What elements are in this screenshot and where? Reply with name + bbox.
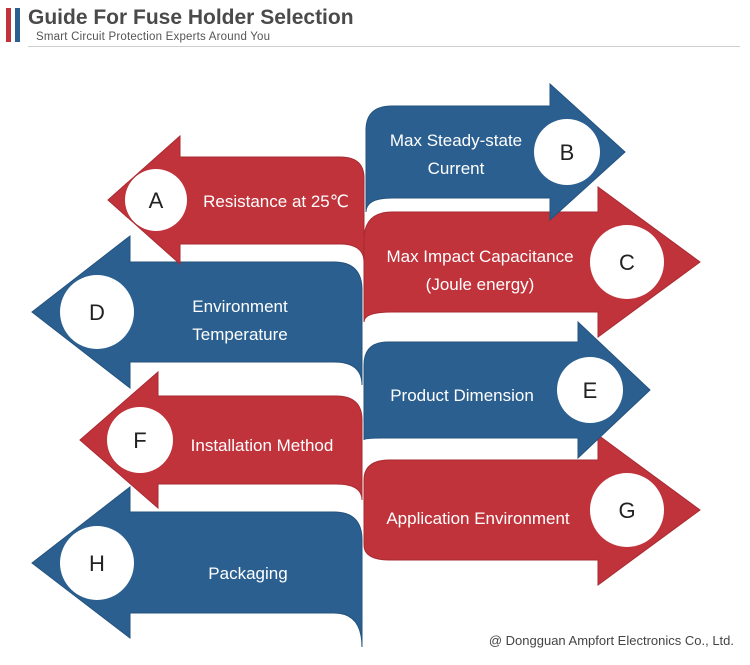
arrow-e: E Product Dimension xyxy=(363,320,651,460)
arrow-h: H Packaging xyxy=(31,485,363,648)
arrow-c: C Max Impact Capacitance(Joule energy) xyxy=(363,186,701,338)
arrow-a-shape xyxy=(107,134,365,266)
arrow-b-circle xyxy=(534,119,600,185)
arrow-h-circle xyxy=(60,526,134,600)
arrow-d-letter: D xyxy=(89,300,105,325)
header-divider xyxy=(28,46,740,47)
arrow-f: F Installation Method xyxy=(79,370,363,510)
arrow-g-label: Application Environment xyxy=(386,509,570,528)
arrow-g-circle xyxy=(590,473,664,547)
footer-copyright: @ Dongguan Ampfort Electronics Co., Ltd. xyxy=(488,633,734,648)
arrow-c-shape xyxy=(363,186,701,338)
arrow-b-shape xyxy=(365,82,626,222)
arrow-h-letter: H xyxy=(89,551,105,576)
arrow-e-shape xyxy=(363,320,651,460)
header-accent-blue xyxy=(15,8,20,42)
arrow-g-letter: G xyxy=(618,498,635,523)
arrow-f-shape xyxy=(79,370,363,510)
arrow-e-circle xyxy=(557,357,623,423)
header: Guide For Fuse Holder Selection Smart Ci… xyxy=(0,0,750,50)
arrow-b-letter: B xyxy=(560,140,575,165)
arrow-a-letter: A xyxy=(149,188,164,213)
arrow-e-label: Product Dimension xyxy=(390,386,534,405)
arrow-c-circle xyxy=(590,225,664,299)
arrow-f-letter: F xyxy=(133,428,146,453)
page-title: Guide For Fuse Holder Selection xyxy=(28,6,354,29)
arrow-h-shape xyxy=(31,485,363,648)
arrow-a-circle xyxy=(125,169,187,231)
header-accent-red xyxy=(6,8,11,42)
arrow-c-letter: C xyxy=(619,250,635,275)
arrow-g-shape xyxy=(363,434,701,586)
arrow-h-label: Packaging xyxy=(208,564,287,583)
arrow-d-circle xyxy=(60,275,134,349)
arrow-d-shape xyxy=(31,234,363,390)
arrow-a-label: Resistance at 25℃ xyxy=(203,192,349,211)
arrow-a: A Resistance at 25℃ xyxy=(107,134,365,266)
arrow-c-label: Max Impact Capacitance(Joule energy) xyxy=(386,247,573,294)
arrow-f-label: Installation Method xyxy=(191,436,334,455)
page-subtitle: Smart Circuit Protection Experts Around … xyxy=(36,31,271,43)
arrow-e-letter: E xyxy=(583,378,598,403)
arrow-g: G Application Environment xyxy=(363,434,701,586)
arrow-f-circle xyxy=(107,407,173,473)
